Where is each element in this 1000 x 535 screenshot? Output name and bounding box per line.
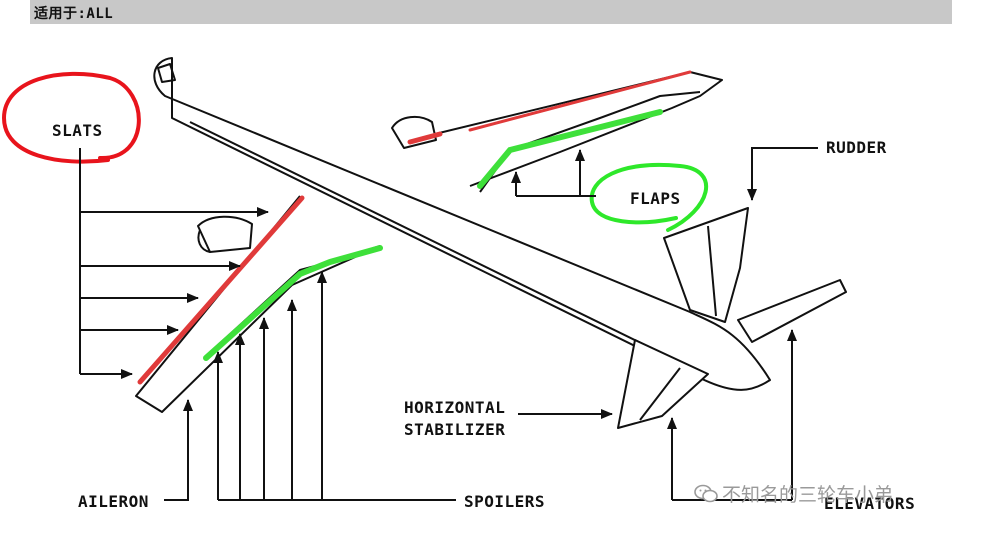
slat-highlight-right — [407, 131, 443, 145]
watermark-text: 不知名的三轮车小弟 — [722, 484, 894, 506]
left-engine-inlet — [197, 229, 211, 253]
fuselage — [153, 57, 771, 391]
stabilizer-label: STABILIZER — [404, 420, 506, 439]
h-stab-lower-elevator — [639, 367, 681, 421]
aileron-leader — [164, 399, 193, 501]
rudder-label: RUDDER — [826, 138, 887, 157]
slats-circle — [1, 71, 141, 164]
slats-label: SLATS — [52, 121, 103, 140]
rudder-leader — [747, 147, 818, 201]
right-wing — [401, 71, 723, 187]
wechat-icon — [694, 484, 718, 503]
slat-highlight-left — [137, 195, 305, 385]
slat-highlight-right-outer — [468, 70, 692, 132]
flap-highlight-left — [203, 245, 383, 361]
rudder-hinge — [707, 225, 717, 317]
left-engine — [197, 215, 253, 253]
header-bar: 适用于:ALL — [30, 0, 952, 24]
flaps-label: FLAPS — [630, 189, 681, 208]
h-stab-upper — [737, 279, 847, 343]
header-text: 适用于:ALL — [34, 6, 114, 22]
spoilers-label: SPOILERS — [464, 492, 546, 511]
vertical-stabilizer — [663, 207, 749, 323]
left-wing — [135, 195, 381, 413]
horizontal-label: HORIZONTAL — [404, 398, 506, 417]
cockpit-window — [157, 63, 176, 83]
elevators-label: ELEVATORS — [824, 494, 916, 513]
flap-highlight-right — [477, 109, 663, 189]
h-stab-lower — [617, 339, 709, 429]
aileron-label: AILERON — [78, 492, 149, 511]
flaps-circle — [589, 162, 709, 232]
fuselage-belly-line — [189, 121, 701, 373]
watermark: 不知名的三轮车小弟 — [694, 480, 893, 507]
